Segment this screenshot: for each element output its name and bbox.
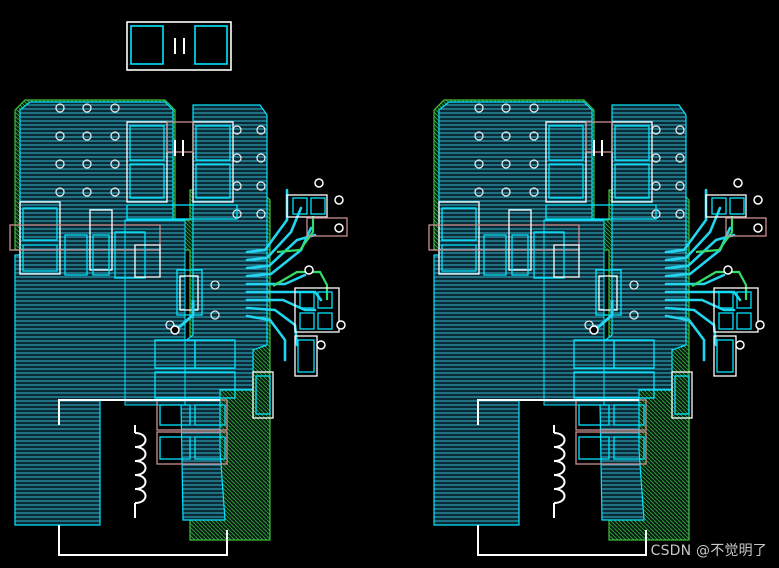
watermark-text: CSDN @不觉明了 — [650, 543, 767, 559]
pcb-layout-left — [8, 98, 349, 557]
mirror-component-outline — [126, 21, 232, 71]
pcb-layout-right — [427, 98, 768, 557]
